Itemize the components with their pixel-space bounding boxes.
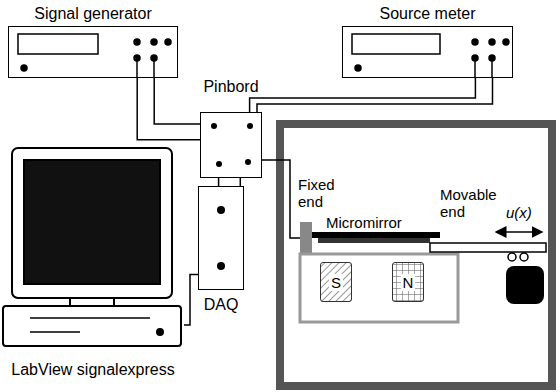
signal-wire [137, 78, 200, 140]
instrument-details [18, 34, 171, 78]
device-name: Pinbord [203, 77, 258, 96]
magnet-housing [300, 254, 458, 322]
device-name: DAQ [204, 295, 239, 314]
pole-letter: N [401, 274, 416, 291]
magnet-pole: S [320, 262, 352, 302]
daq-unit: DAQ [198, 186, 244, 290]
movable-beam [430, 243, 546, 252]
signal-wire [219, 178, 241, 186]
signal-generator: Signal generator [8, 26, 178, 78]
part-label: Micromirror [326, 214, 426, 231]
displacement-arrow [496, 231, 542, 233]
enclosure [280, 124, 552, 386]
micromirror-plate [312, 232, 440, 238]
magnet-north [392, 262, 424, 302]
computer-drawing [3, 148, 181, 346]
signal-wire [250, 78, 493, 112]
fixed-anchor [300, 222, 312, 254]
pole-letter: S [329, 274, 343, 291]
magnet-south [320, 262, 352, 302]
displacement-label: u(x) [506, 204, 546, 221]
pin-board: Pinbord [200, 112, 262, 178]
magnet-pole: N [392, 262, 424, 302]
roller [520, 253, 528, 261]
micromirror-coil [318, 238, 430, 243]
pin-terminals [211, 123, 253, 167]
computer: LabView signalexpress [2, 146, 184, 350]
device-name: Source meter [379, 4, 475, 23]
instrument-details [352, 34, 509, 78]
daq-terminals [217, 206, 225, 270]
part-label: Movable end [440, 186, 504, 220]
source-meter: Source meter [342, 26, 513, 78]
device-name: Signal generator [34, 4, 151, 23]
roller [508, 253, 516, 261]
signal-wire [184, 274, 198, 325]
part-label: Fixed end [298, 176, 346, 210]
actuator-weight [506, 266, 544, 304]
device-name: LabView signalexpress [11, 360, 174, 379]
